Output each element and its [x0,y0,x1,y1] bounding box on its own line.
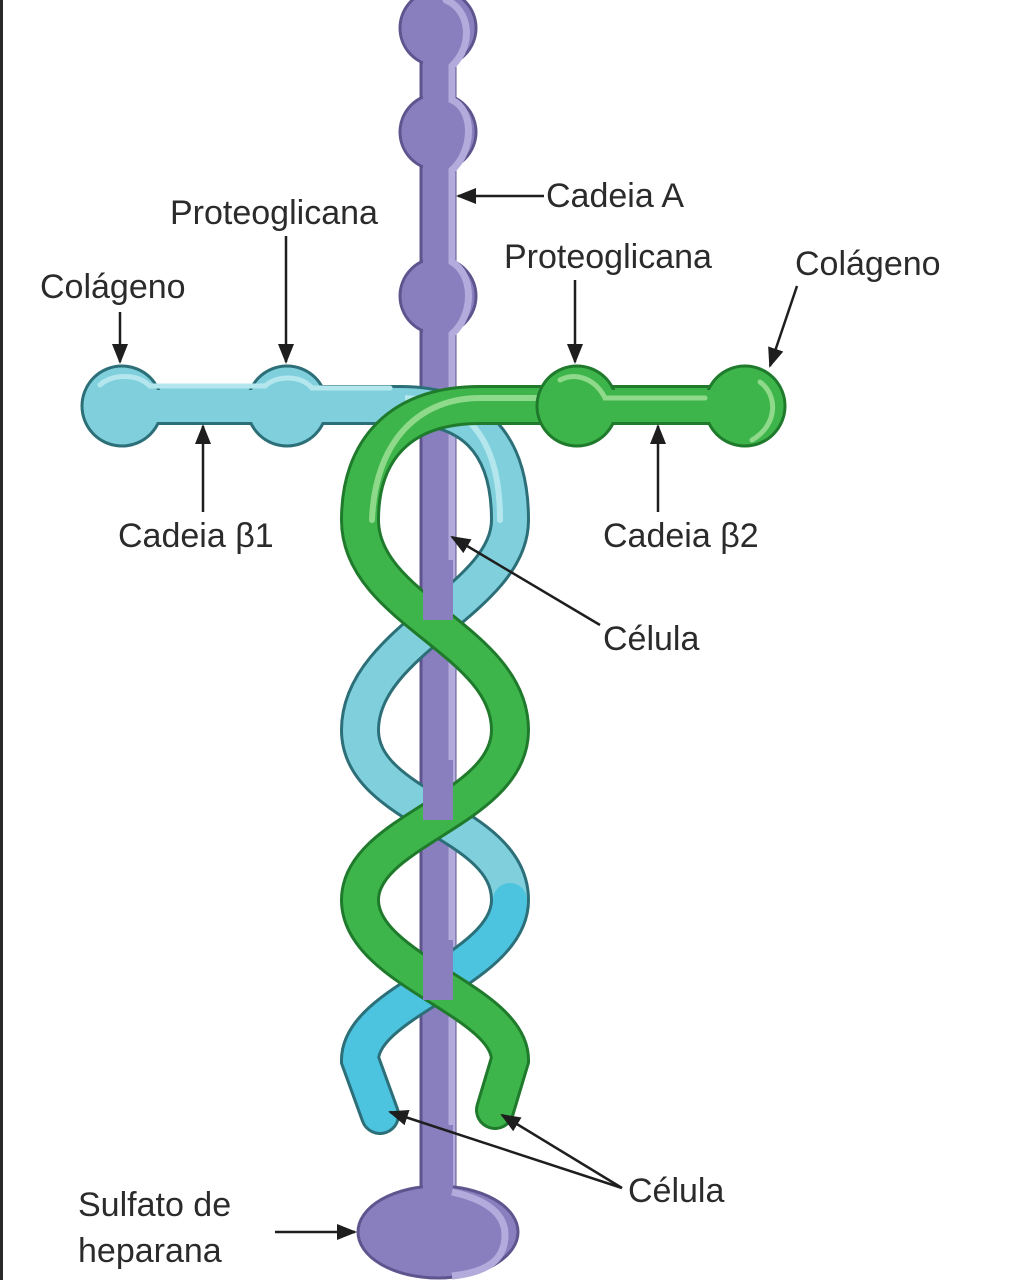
chain-b2-body [342,388,762,1127]
chain-a-front-segment-3 [423,940,453,1000]
label-cadeia-a: Cadeia A [546,177,684,215]
label-proteoglicana-left: Proteoglicana [170,194,378,232]
heparan-sulfate-highlight [451,1188,509,1280]
arrow-celula-bottom-right [500,1113,623,1190]
label-colageno-right: Colágeno [795,245,941,283]
label-sulfato-line1: Sulfato de [78,1186,231,1224]
chain-b1-arm-highlight [97,374,393,391]
chain-b2-arm-highlight [557,374,708,401]
arrow-colageno-right [768,285,799,368]
chain-a-front-segment-2 [423,760,453,820]
chain-b2-globule-highlight [749,379,775,443]
label-cadeia-b1: Cadeia β1 [118,517,274,555]
label-celula-bottom: Célula [628,1172,724,1210]
chain-a-highlight [442,0,472,1209]
label-proteoglicana-right: Proteoglicana [504,238,712,276]
chain-a-front-segment-4 [423,1125,453,1185]
chain-b2-highlight [369,395,703,523]
chain-b1-arm-fill [150,390,260,422]
label-colageno-left: Colágeno [40,268,186,306]
chain-a-front-segment-1 [423,560,453,620]
image-left-border [0,0,3,1280]
arrows [112,188,799,1240]
label-sulfato-line2: heparana [78,1232,222,1270]
arrow-celula-mid [450,535,601,627]
arrow-celula-bottom-left [388,1110,623,1190]
chain-b2-arm-fill [605,390,717,422]
label-cadeia-b2: Cadeia β2 [603,517,759,555]
chain-b2 [339,364,787,1130]
label-celula-mid: Célula [603,620,699,658]
